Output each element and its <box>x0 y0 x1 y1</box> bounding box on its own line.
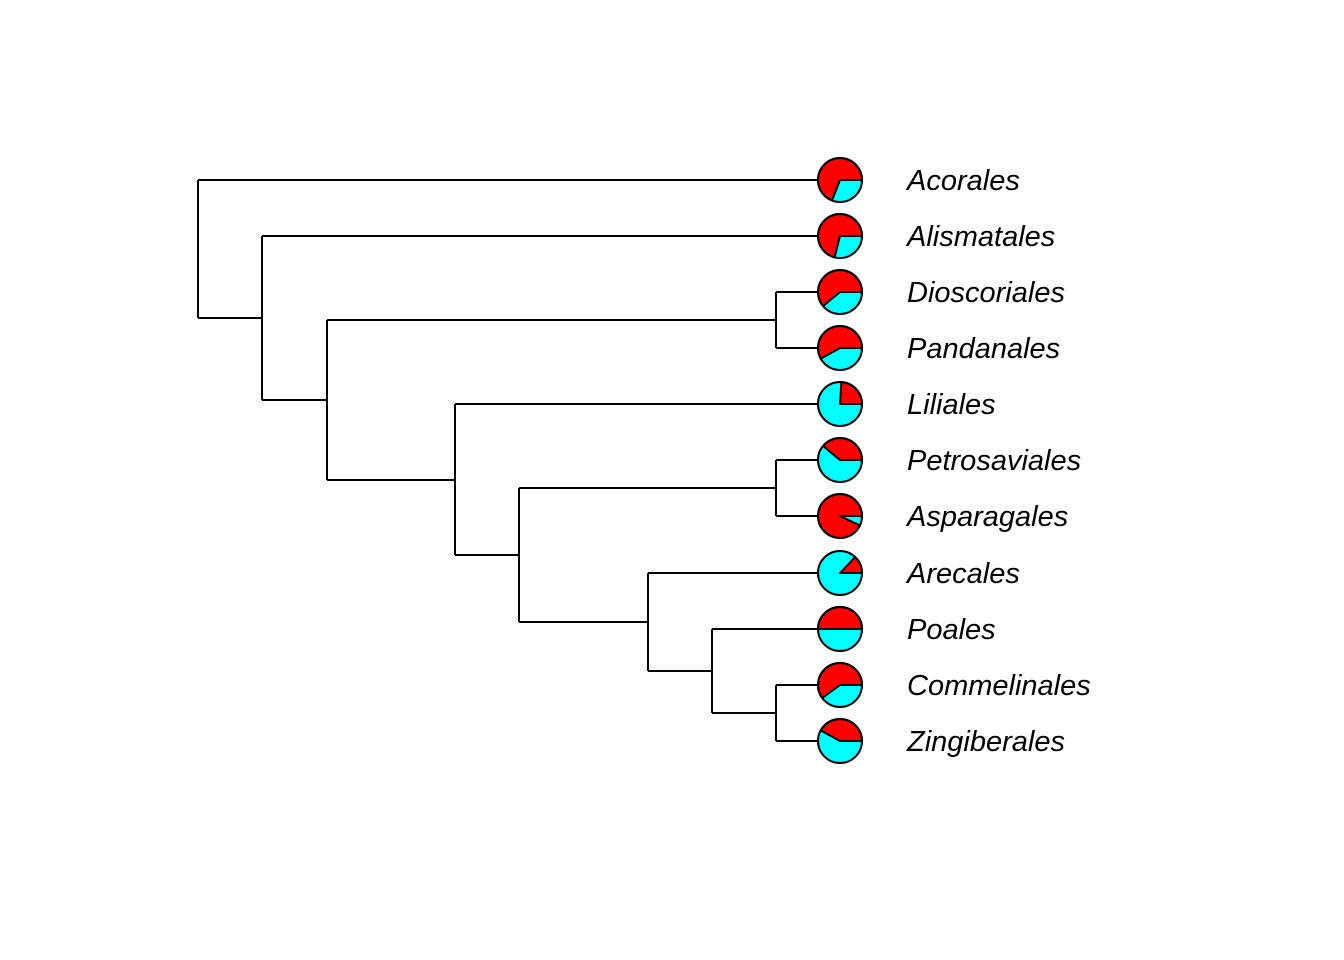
tip-label: Commelinales <box>907 670 1091 702</box>
tip-label: Liliales <box>907 389 996 421</box>
pie-slice-state-1 <box>817 606 863 630</box>
pie-outline <box>817 157 863 203</box>
pie-outline <box>817 493 863 539</box>
pie-outline <box>817 662 863 708</box>
tip-label: Alismatales <box>905 221 1055 253</box>
tip-label: Petrosaviales <box>907 445 1081 477</box>
pie-outline <box>817 381 863 427</box>
tip-label: Pandanales <box>907 333 1060 365</box>
tip-label: Asparagales <box>905 501 1068 533</box>
pie-outline <box>817 213 863 259</box>
pie-outline <box>817 550 863 596</box>
pie-outline <box>817 325 863 371</box>
pie-outline <box>817 718 863 764</box>
tip-label: Arecales <box>905 558 1020 590</box>
pie-outline <box>817 606 863 652</box>
tip-label: Zingiberales <box>906 726 1065 758</box>
tip-label: Dioscoriales <box>907 277 1065 309</box>
pie-outline <box>817 269 863 315</box>
pie-outline <box>817 437 863 483</box>
tip-label: Acorales <box>905 165 1020 197</box>
tip-label: Poales <box>907 614 996 646</box>
